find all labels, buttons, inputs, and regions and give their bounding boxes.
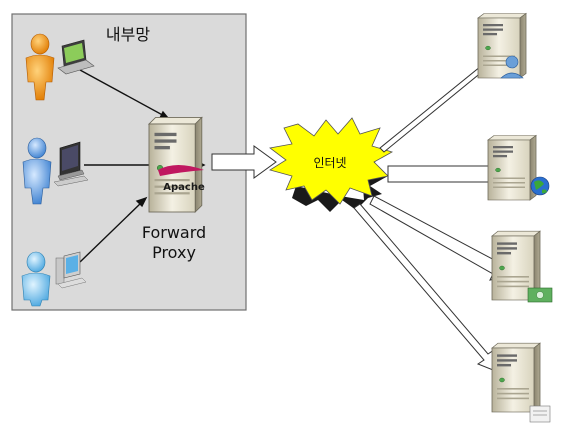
internal-network-label: 내부망 bbox=[106, 25, 150, 44]
arrow-to-server-4 bbox=[353, 203, 499, 373]
web-server-1 bbox=[477, 13, 527, 79]
user-blue-icon bbox=[22, 137, 52, 205]
arrow-to-server-3 bbox=[369, 195, 511, 281]
apache-feather-icon bbox=[158, 165, 204, 176]
client-3 bbox=[21, 251, 87, 307]
user-badge-icon bbox=[500, 55, 524, 79]
apache-label: Apache bbox=[163, 182, 205, 193]
globe-badge-icon bbox=[530, 176, 550, 196]
internet-label: 인터넷 bbox=[313, 156, 346, 170]
internet-to-servers-arrows bbox=[353, 53, 511, 373]
proxy-server: Apache bbox=[148, 116, 205, 213]
laptop-icon bbox=[57, 39, 95, 75]
web-server-3 bbox=[491, 230, 553, 303]
client-1 bbox=[25, 33, 95, 101]
proxy-label-line1: Forward bbox=[142, 223, 206, 242]
web-server-2 bbox=[487, 135, 550, 201]
proxy-to-internet-arrow bbox=[211, 145, 277, 179]
user-blue-icon bbox=[21, 251, 51, 307]
web-server-4 bbox=[491, 342, 551, 423]
user-orange-icon bbox=[25, 33, 55, 101]
desktop-computer-icon bbox=[55, 251, 87, 289]
client-2 bbox=[22, 137, 89, 205]
money-badge-icon bbox=[527, 287, 553, 303]
proxy-label-line2: Proxy bbox=[152, 243, 196, 262]
desktop-monitor-icon bbox=[53, 141, 89, 187]
document-badge-icon bbox=[529, 405, 551, 423]
internet-burst: 인터넷 bbox=[269, 117, 394, 212]
